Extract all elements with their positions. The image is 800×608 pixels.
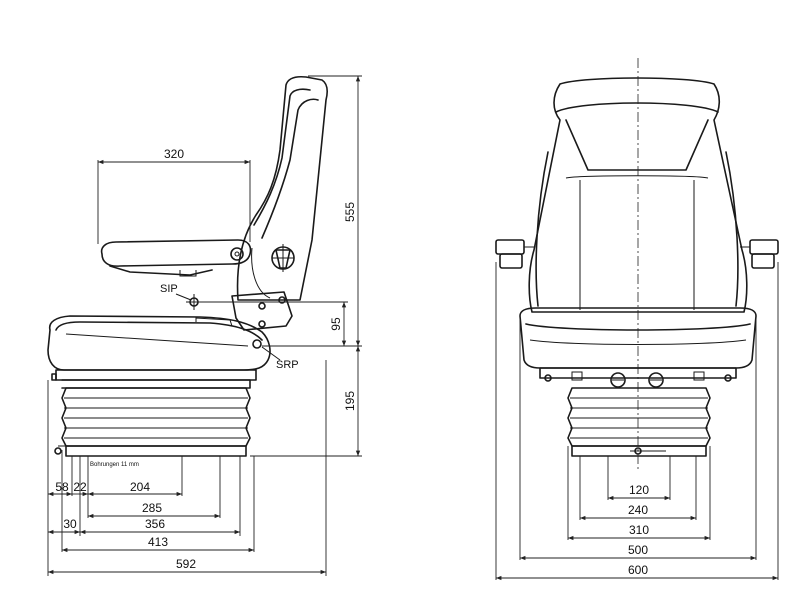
dim-30-label: 30 xyxy=(63,517,77,531)
sip-label: SIP xyxy=(160,283,178,295)
dim-555: 555 xyxy=(300,75,362,347)
dim-555-label: 555 xyxy=(343,202,357,222)
srp-label: SRP xyxy=(276,359,299,371)
front-knob-right xyxy=(648,372,664,388)
dim-310: 310 xyxy=(568,523,710,541)
dim-row-592: 592 xyxy=(48,557,326,575)
dim-240-label: 240 xyxy=(628,503,648,517)
dim-500: 500 xyxy=(520,543,756,561)
front-backrest xyxy=(528,77,748,313)
front-armrest-right xyxy=(740,239,779,269)
dim-95-label: 95 xyxy=(329,317,343,331)
front-extension-lines xyxy=(495,262,779,580)
side-armrest xyxy=(100,239,252,277)
dim-600: 600 xyxy=(496,563,778,581)
dim-row-204: 58 22 204 xyxy=(48,480,182,497)
dim-285-label: 285 xyxy=(142,501,162,515)
dim-320-label: 320 xyxy=(164,147,184,161)
side-view: 320 555 95 195 SIP SRP Bo xyxy=(47,75,362,576)
dim-195-label: 195 xyxy=(343,391,357,411)
front-armrest-left xyxy=(495,239,534,269)
dim-58-label: 58 xyxy=(55,480,69,494)
dim-240: 240 xyxy=(580,503,696,521)
dim-413-label: 413 xyxy=(148,535,168,549)
front-bellows xyxy=(567,387,711,457)
srp-label-group: SRP xyxy=(261,346,299,371)
front-knob-left xyxy=(610,372,626,388)
dim-120: 120 xyxy=(608,483,670,501)
dim-500-label: 500 xyxy=(628,543,648,557)
dim-22-label: 22 xyxy=(73,480,87,494)
side-backrest xyxy=(236,75,328,301)
dim-195: 195 xyxy=(250,345,362,457)
base-extension-lines xyxy=(47,360,327,576)
dim-row-356: 30 356 xyxy=(48,517,240,535)
dim-356-label: 356 xyxy=(145,517,165,531)
dim-310-label: 310 xyxy=(629,523,649,537)
side-bellows xyxy=(54,387,251,457)
dim-120-label: 120 xyxy=(629,483,649,497)
dim-95: 95 xyxy=(194,301,348,346)
dim-320: 320 xyxy=(97,147,251,244)
dim-600-label: 600 xyxy=(628,563,648,577)
dim-row-413: 413 xyxy=(62,535,254,553)
dim-204-label: 204 xyxy=(130,480,150,494)
front-view: 120 240 310 500 600 xyxy=(495,58,779,581)
dim-592-label: 592 xyxy=(176,557,196,571)
sip-label-group: SIP xyxy=(160,283,192,301)
side-base-plate xyxy=(51,369,257,389)
drill-note: Bohrungen 11 mm xyxy=(90,462,139,468)
dim-row-285: 285 xyxy=(88,501,220,519)
side-seat-cushion xyxy=(47,315,271,371)
